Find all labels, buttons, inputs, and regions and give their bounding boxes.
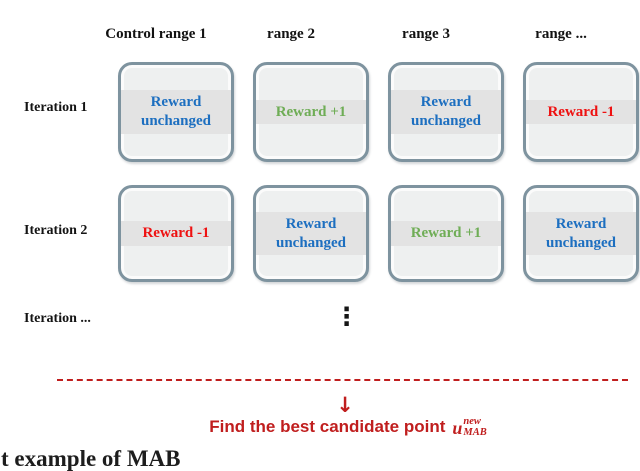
formula-scripts: new MAB: [463, 416, 486, 438]
reward-box: Reward unchanged: [523, 185, 639, 282]
reward-box: Reward -1: [523, 62, 639, 162]
column-header-1: Control range 1: [105, 26, 207, 42]
reward-band: Reward unchanged: [256, 211, 366, 256]
reward-box: Reward +1: [388, 185, 504, 282]
reward-band: Reward unchanged: [121, 90, 231, 134]
reward-band: Reward unchanged: [391, 90, 501, 134]
conclusion-line: Find the best candidate point u new MAB: [0, 416, 640, 439]
reward-text: Reward unchanged: [275, 215, 347, 251]
reward-box: Reward -1: [118, 185, 234, 282]
reward-text: Reward unchanged: [410, 94, 482, 129]
reward-box: Reward unchanged: [388, 62, 504, 162]
reward-band: Reward +1: [256, 99, 366, 125]
reward-text: Reward unchanged: [140, 94, 212, 129]
arrow-down-icon: ↓: [336, 393, 354, 417]
reward-text: Reward +1: [410, 225, 482, 242]
reward-box: Reward +1: [253, 62, 369, 162]
column-header-2: range 2: [267, 26, 315, 42]
reward-text: Reward +1: [275, 103, 347, 120]
reward-band: Reward +1: [391, 221, 501, 246]
reward-text: Reward -1: [142, 225, 210, 242]
reward-band: Reward -1: [526, 99, 636, 125]
reward-band: Reward -1: [121, 221, 231, 246]
formula-u-mab-new: u new MAB: [452, 416, 486, 439]
iteration-1-label: Iteration 1: [24, 100, 88, 115]
formula-subscript: MAB: [463, 427, 487, 439]
vertical-ellipsis: ⋮: [334, 302, 359, 331]
reward-box: Reward unchanged: [253, 185, 369, 282]
column-header-3: range 3: [402, 26, 450, 42]
conclusion-text: Find the best candidate point: [209, 417, 446, 436]
reward-box: Reward unchanged: [118, 62, 234, 162]
iteration-ellipsis-label: Iteration ...: [24, 311, 91, 326]
column-header-4: range ...: [535, 26, 587, 42]
reward-text: Reward unchanged: [545, 215, 617, 251]
reward-band: Reward unchanged: [526, 211, 636, 256]
figure-caption: t example of MAB: [1, 446, 181, 471]
dashed-divider: [57, 379, 628, 381]
formula-base: u: [452, 417, 463, 438]
iteration-2-label: Iteration 2: [24, 223, 88, 238]
formula-superscript: new: [463, 416, 481, 427]
reward-text: Reward -1: [547, 103, 615, 120]
